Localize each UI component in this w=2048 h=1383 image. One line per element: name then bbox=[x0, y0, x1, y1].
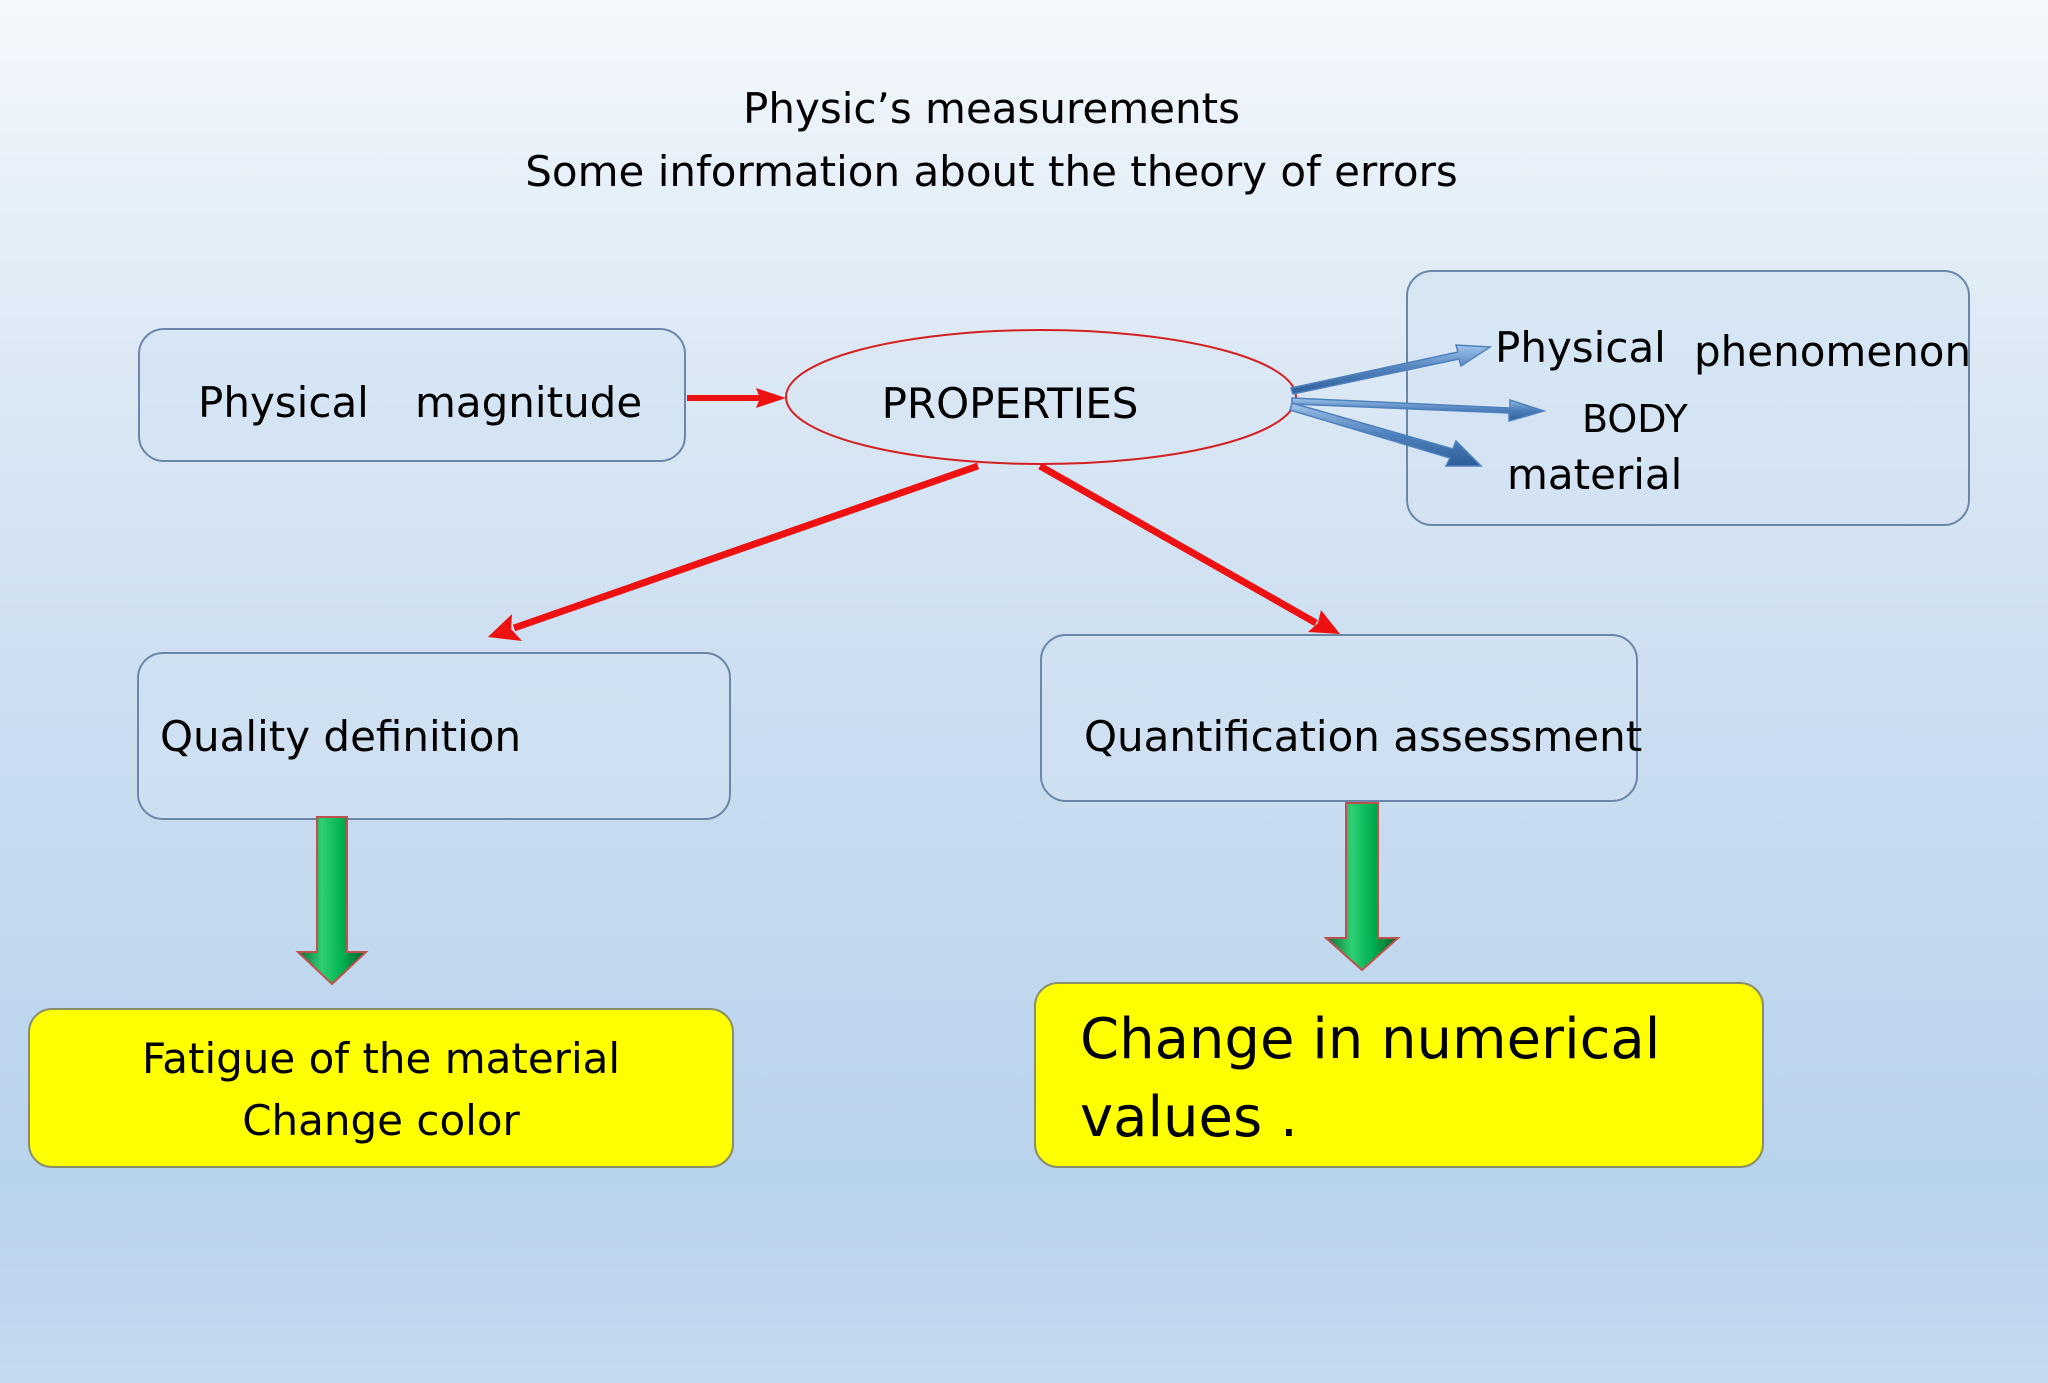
arrow-to-body bbox=[1291, 397, 1547, 422]
numerical-line2: values . bbox=[1080, 1085, 1298, 1150]
physical-magnitude-box bbox=[138, 328, 686, 462]
slide-title: Physic’s measurements bbox=[743, 84, 1240, 133]
physical-magnitude-word2: magnitude bbox=[415, 378, 643, 427]
quantification-assessment-box bbox=[1040, 634, 1638, 802]
quality-definition-box bbox=[137, 652, 731, 820]
right-box-material: material bbox=[1507, 450, 1682, 499]
green-arrow-quantification bbox=[1323, 802, 1401, 972]
right-box-physical: Physical bbox=[1495, 323, 1666, 372]
arrow-to-material bbox=[1289, 402, 1483, 467]
quantification-assessment-label: Quantification assessment bbox=[1084, 712, 1643, 761]
fatigue-line2: Change color bbox=[242, 1096, 520, 1145]
right-info-box bbox=[1406, 270, 1970, 526]
quality-definition-label: Quality definition bbox=[160, 712, 522, 761]
slide-subtitle: Some information about the theory of err… bbox=[525, 147, 1458, 196]
arrow-to-phenomenon bbox=[1290, 344, 1493, 395]
arrow-properties-to-quantification bbox=[1038, 462, 1340, 634]
arrow-properties-to-quality bbox=[488, 462, 980, 641]
green-arrow-quality bbox=[295, 816, 369, 986]
fatigue-box bbox=[28, 1008, 734, 1168]
numerical-box bbox=[1034, 982, 1764, 1168]
numerical-line1: Change in numerical bbox=[1080, 1007, 1661, 1072]
properties-ellipse bbox=[785, 329, 1297, 465]
right-box-body: BODY bbox=[1582, 397, 1688, 441]
arrow-magnitude-to-properties bbox=[687, 388, 786, 408]
right-box-phenomenon: phenomenon bbox=[1694, 327, 1971, 376]
properties-label: PROPERTIES bbox=[882, 379, 1139, 428]
physical-magnitude-word1: Physical bbox=[198, 378, 369, 427]
fatigue-line1: Fatigue of the material bbox=[141, 1034, 621, 1083]
